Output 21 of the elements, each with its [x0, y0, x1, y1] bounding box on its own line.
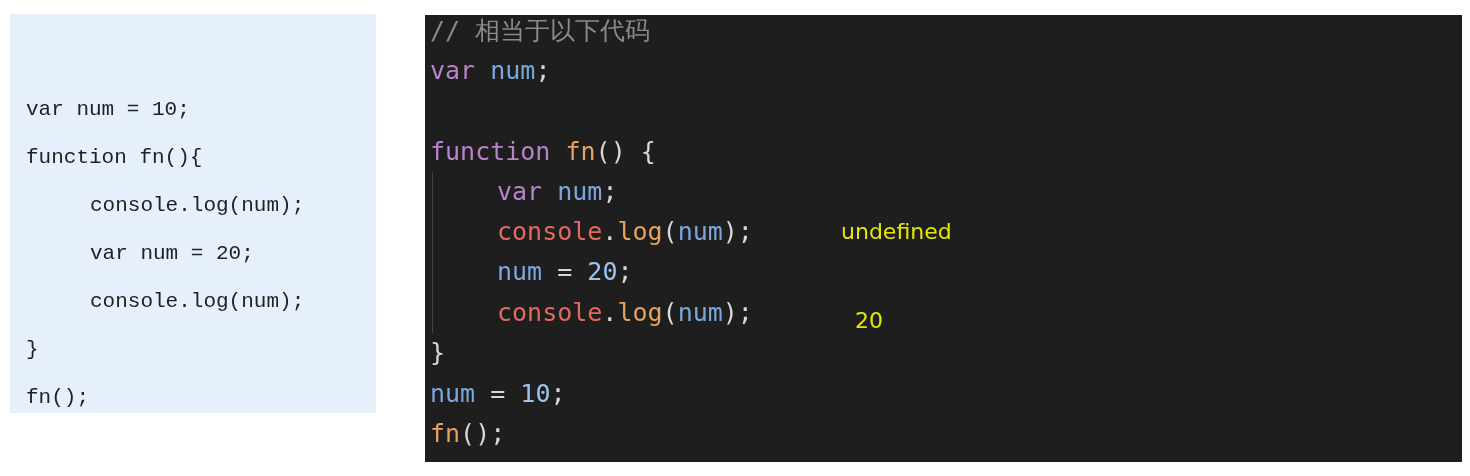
output-text: undefined: [841, 219, 952, 244]
code-line: fn();: [26, 385, 89, 411]
code-panel: [425, 15, 1462, 462]
output-text: 20: [855, 308, 883, 333]
code-line: var num = 10;: [26, 97, 190, 123]
code-line: console.log(num);: [497, 217, 753, 247]
code-line: console.log(num);: [90, 193, 305, 219]
code-line: fn();: [430, 419, 506, 449]
code-line: }: [26, 337, 39, 363]
code-line: }: [430, 338, 446, 368]
code-line: console.log(num);: [90, 289, 305, 315]
code-panel: [10, 14, 376, 413]
code-line: num = 10;: [430, 379, 566, 409]
code-line: num = 20;: [497, 257, 633, 287]
code-line: // 相当于以下代码: [430, 16, 651, 46]
code-line: var num;: [497, 177, 618, 207]
code-line: var num;: [430, 56, 551, 86]
code-line: console.log(num);: [497, 298, 753, 328]
code-line: function fn(){: [26, 145, 203, 171]
code-line: var num = 20;: [90, 241, 254, 267]
code-line: function fn() {: [430, 137, 656, 167]
